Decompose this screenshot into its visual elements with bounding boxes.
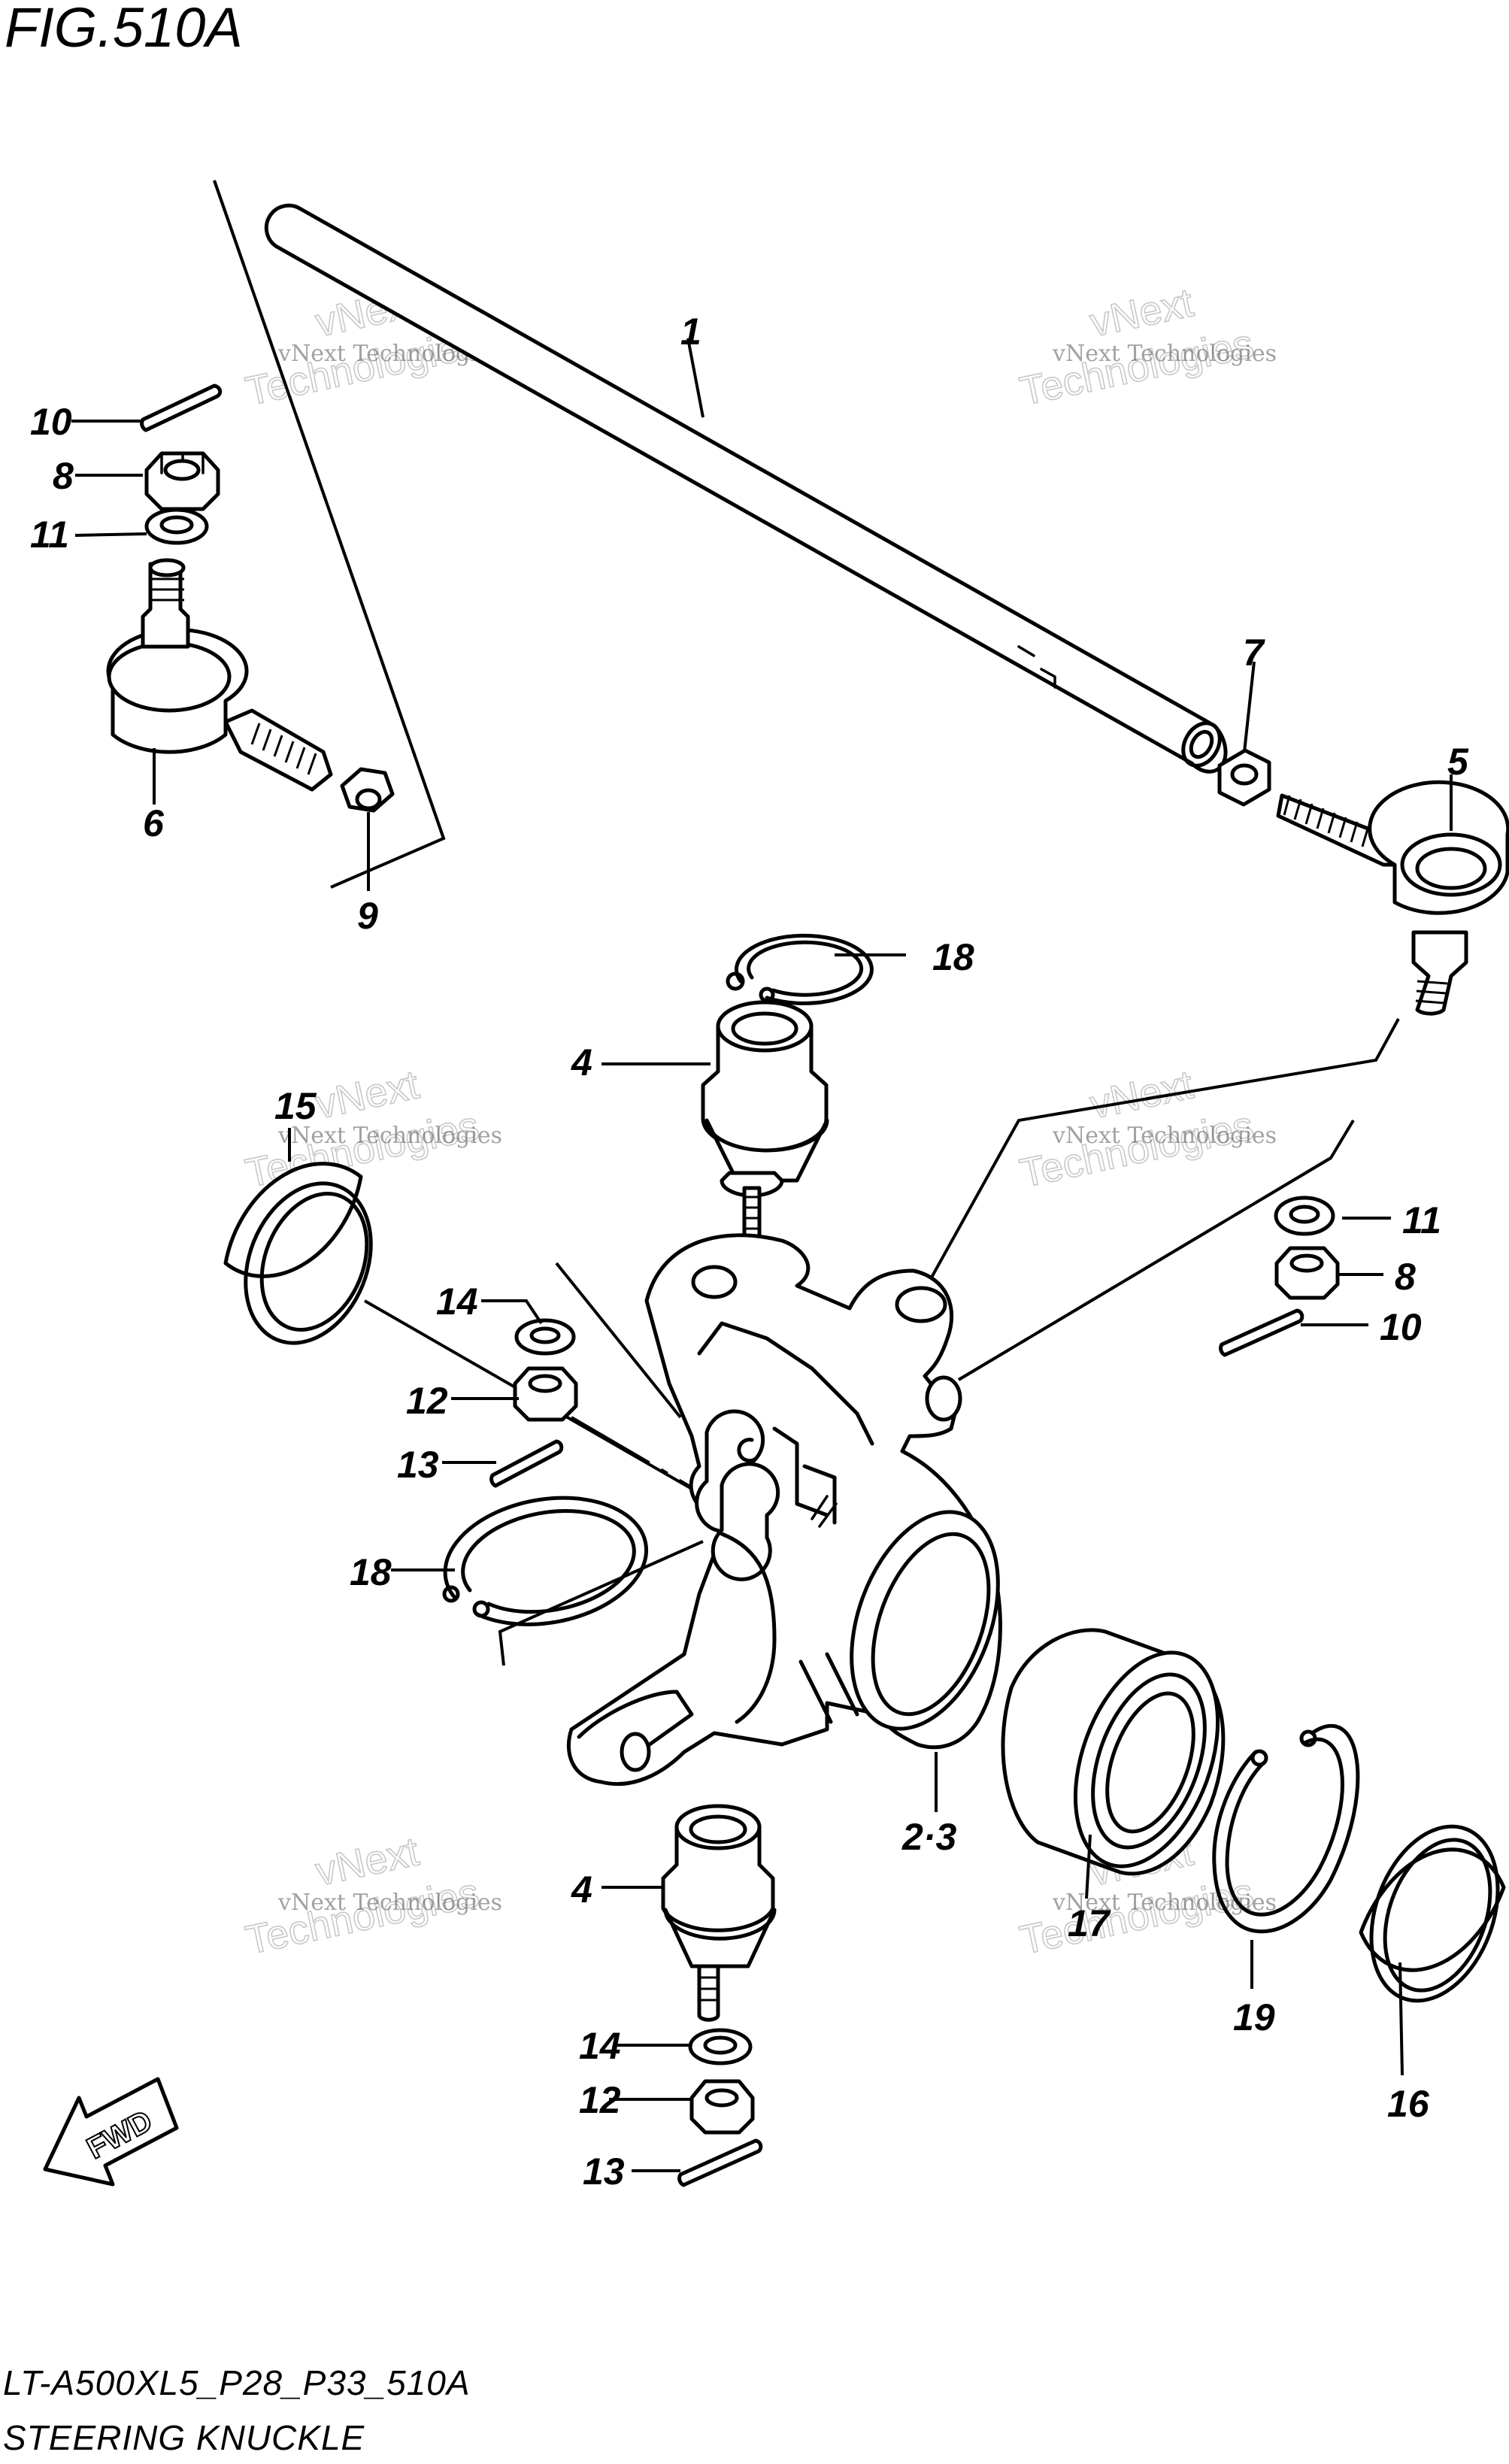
castle-nut-8-top: [144, 451, 220, 511]
label-part-18-left: 18: [350, 1551, 392, 1593]
watermark-text-5: vNext Technologies: [277, 1890, 502, 1916]
cotter-pin-10-right: [1219, 1308, 1304, 1357]
label-part-2-3: 2·3: [901, 1816, 956, 1858]
leader-lines: [71, 338, 1453, 2172]
ball-joint-4-top: [701, 1000, 829, 1247]
cotter-pin-10-top: [140, 383, 223, 432]
label-part-12-mid: 12: [406, 1380, 448, 1422]
tie-rod: [264, 203, 1228, 774]
part-number-labels: 1 5 6 7 9 10 8 11 18 4 15 11 8 10 14 12 …: [30, 311, 1469, 2193]
label-part-7: 7: [1243, 632, 1265, 674]
castle-nut-12-mid: [513, 1366, 578, 1422]
oil-seal-16: [1359, 1824, 1506, 2003]
label-part-10-top: 10: [30, 401, 72, 443]
label-part-11-top: 11: [30, 514, 69, 556]
tie-rod-end-6: [106, 558, 333, 792]
label-part-5: 5: [1447, 741, 1469, 783]
nut-9: [340, 767, 395, 813]
label-part-4-top: 4: [571, 1041, 592, 1083]
lock-nut-7: [1217, 748, 1271, 807]
steering-knuckle-2-3: [566, 1233, 1002, 1787]
label-part-12-bottom: 12: [579, 2079, 621, 2121]
figure-name: STEERING KNUCKLE: [3, 2418, 365, 2457]
figure-title: FIG.510A: [5, 0, 243, 59]
label-part-16: 16: [1387, 2083, 1430, 2125]
forward-direction-arrow: FWD: [43, 2077, 179, 2187]
tie-rod-end-5: [1276, 780, 1509, 1016]
label-part-14-bottom: 14: [579, 2025, 621, 2067]
label-part-6: 6: [143, 802, 165, 844]
label-part-17: 17: [1068, 1902, 1111, 1944]
castle-nut-12-bottom: [689, 2079, 755, 2135]
label-part-10-right: 10: [1380, 1306, 1422, 1348]
ball-joint-4-bottom: [661, 1804, 777, 2022]
castle-nut-8-right: [1274, 1246, 1340, 1300]
label-part-13-bottom: 13: [583, 2150, 625, 2193]
washer-11-right: [1274, 1196, 1335, 1236]
watermark-text-2: vNext Technologies: [1052, 341, 1277, 367]
figure-code: LT-A500XL5_P28_P33_510A: [3, 2363, 471, 2402]
label-part-14-mid: 14: [436, 1280, 478, 1323]
washer-14-bottom: [688, 2028, 753, 2065]
circlip-19: [1212, 1723, 1360, 1934]
assembly-guide-lines: [213, 180, 1400, 1666]
cotter-pin-13-mid: [489, 1439, 564, 1488]
watermark-text-3: vNext Technologies: [277, 1123, 502, 1149]
washer-11-top: [144, 508, 209, 545]
wheel-bearing-17: [1001, 1628, 1226, 1876]
label-part-8-right: 8: [1395, 1256, 1416, 1298]
label-part-8-top: 8: [53, 455, 74, 497]
circlip-18-top: [726, 933, 874, 1005]
label-part-19: 19: [1233, 1996, 1275, 2038]
label-part-11-right: 11: [1402, 1199, 1441, 1241]
circlip-18-left: [442, 1496, 648, 1626]
label-part-18-top: 18: [932, 936, 974, 978]
label-part-1: 1: [680, 311, 701, 353]
watermark-text-4: vNext Technologies: [1052, 1123, 1277, 1149]
washer-14-mid: [514, 1318, 576, 1356]
label-part-9: 9: [357, 895, 378, 937]
label-part-15: 15: [274, 1085, 317, 1127]
oil-seal-15: [223, 1162, 373, 1345]
label-part-13-mid: 13: [397, 1444, 439, 1486]
cotter-pin-13-bottom: [677, 2138, 763, 2187]
label-part-4-bottom: 4: [571, 1868, 592, 1911]
